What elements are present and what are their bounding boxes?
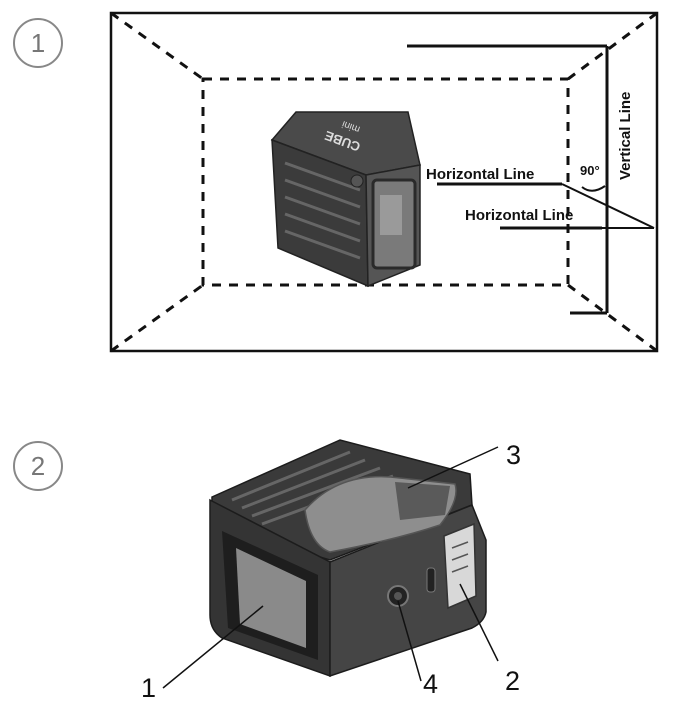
leader-3 — [407, 446, 499, 489]
step-circle-1 — [13, 18, 63, 68]
vertical-line-label: Vertical Line — [617, 92, 634, 180]
laser-lines — [407, 44, 655, 315]
leader-4 — [397, 600, 422, 682]
room-back-wall — [201, 77, 570, 287]
callout-3: 3 — [506, 440, 521, 470]
step-number-1: 1 — [31, 28, 45, 58]
cube-device-rear-view — [209, 439, 487, 678]
callout-2: 2 — [505, 666, 520, 696]
step-circle-2 — [13, 441, 63, 491]
room-perspective-lines — [110, 11, 658, 353]
callout-leaders — [162, 446, 499, 689]
room-outer-frame — [109, 11, 659, 353]
callout-4: 4 — [423, 669, 438, 699]
right-angle-arc — [581, 185, 606, 192]
angle-label: 90° — [580, 163, 600, 178]
step-number-2: 2 — [31, 451, 45, 481]
figure-1: 1 90° Horizontal Line Horizontal Line Ve… — [13, 11, 659, 353]
horizontal-line-label-1: Horizontal Line — [426, 166, 534, 183]
leader-1 — [162, 605, 264, 689]
cube-laser-device: CUBE mini — [270, 111, 421, 288]
leader-2 — [459, 583, 499, 662]
leader-1 — [561, 183, 655, 229]
figure-2: 2 — [13, 439, 521, 703]
callout-1: 1 — [141, 673, 156, 703]
horizontal-line-label-2: Horizontal Line — [465, 207, 573, 224]
